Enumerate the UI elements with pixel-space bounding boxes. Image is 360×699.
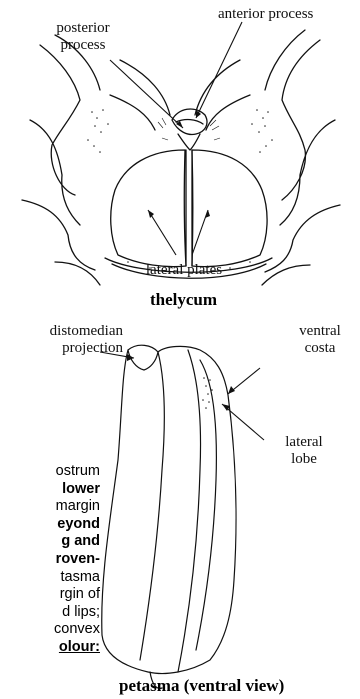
label-lateral-plates: lateral plates	[124, 262, 244, 279]
label-ventral-costa: ventral costa	[288, 323, 352, 357]
body-text-line: tasma	[0, 569, 100, 587]
body-text-line: d lips;	[0, 604, 100, 622]
caption-petasma: petasma (ventral view)	[119, 676, 284, 696]
posterior-process-shape	[178, 134, 200, 150]
body-text-line: g and	[0, 533, 100, 551]
body-text-line: eyond	[0, 516, 100, 534]
body-text-line: roven-	[0, 551, 100, 569]
label-ventral-line2: costa	[288, 340, 352, 357]
body-text-line: rgin of	[0, 586, 100, 604]
body-text-line: margin	[0, 498, 100, 516]
caption-thelycum: thelycum	[150, 290, 217, 310]
left-lateral-plate	[111, 150, 186, 267]
label-lateral-line2: lobe	[272, 451, 336, 468]
body-text-line: lower	[0, 481, 100, 499]
label-distomedian-projection: distomedian projection	[31, 323, 123, 357]
leader-lateral-lobe	[222, 404, 264, 440]
label-posterior-process: posterior process	[40, 20, 126, 54]
label-posterior-line1: posterior	[40, 20, 126, 37]
body-text-line: convex	[0, 621, 100, 639]
label-ventral-line1: ventral	[288, 323, 352, 340]
leader-lateral-plate-left	[148, 210, 176, 255]
label-distomedian-line2: projection	[31, 340, 123, 357]
label-anterior-process: anterior process	[218, 6, 313, 23]
left-coxa-outline	[40, 45, 80, 195]
right-coxa-outline	[282, 40, 320, 200]
petasma-illustration	[102, 345, 236, 688]
label-lateral-lobe: lateral lobe	[272, 434, 336, 468]
leader-anterior-process	[196, 22, 242, 118]
body-text-line: olour:	[0, 639, 100, 657]
label-lateral-line1: lateral	[272, 434, 336, 451]
label-posterior-line2: process	[40, 37, 126, 54]
label-distomedian-line1: distomedian	[31, 323, 123, 340]
body-text-line: ostrum	[0, 463, 100, 481]
right-lateral-plate	[192, 150, 267, 267]
